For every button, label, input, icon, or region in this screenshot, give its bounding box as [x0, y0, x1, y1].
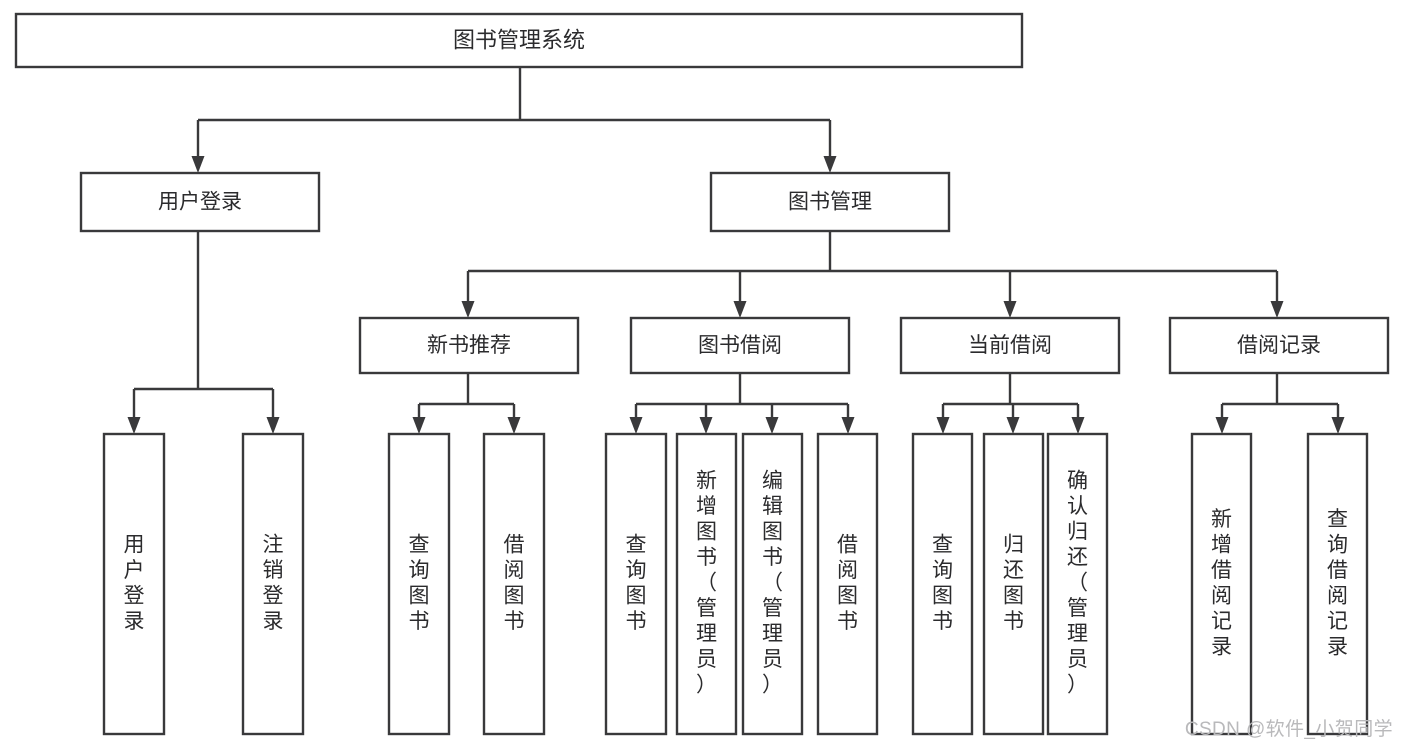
node-label-leaf-add-borrow-record: 新增借阅记录: [1211, 508, 1232, 659]
node-label-leaf-return-book: 归还图书: [1003, 533, 1024, 633]
mgmt-drop-0-arrowhead: [461, 301, 475, 318]
node-box-book-management[interactable]: [709, 171, 951, 233]
node-box-leaf-user-login[interactable]: [102, 432, 166, 736]
node-leaf-user-logout[interactable]: 注销登录: [241, 432, 305, 736]
mgmt-drop-3-arrowhead: [1270, 301, 1284, 318]
node-box-leaf-query-book-borrow[interactable]: [604, 432, 668, 736]
node-label-current-borrow: 当前借阅: [968, 334, 1052, 357]
node-label-root: 图书管理系统: [453, 27, 585, 52]
node-box-leaf-query-book-current[interactable]: [911, 432, 974, 736]
current-borrow-drop-2-arrowhead: [1071, 417, 1085, 434]
node-leaf-confirm-return-admin[interactable]: 确认归还（管理员）: [1046, 432, 1109, 736]
node-leaf-add-book-admin[interactable]: 新增图书（管理员）: [675, 432, 738, 736]
node-box-leaf-add-book-admin[interactable]: [675, 432, 738, 736]
node-label-leaf-user-logout: 注销登录: [263, 533, 284, 633]
node-label-leaf-confirm-return-admin: 确认归还（管理员）: [1067, 470, 1088, 697]
node-label-leaf-query-borrow-record: 查询借阅记录: [1327, 508, 1348, 659]
node-leaf-borrow-book[interactable]: 借阅图书: [816, 432, 879, 736]
current-borrow-drop-0-arrowhead: [936, 417, 950, 434]
root-drop-1-arrowhead: [823, 156, 837, 173]
node-current-borrow[interactable]: 当前借阅: [899, 316, 1121, 375]
node-label-leaf-query-book-rec: 查询图书: [409, 533, 430, 633]
node-box-leaf-edit-book-admin[interactable]: [741, 432, 804, 736]
node-leaf-query-book-borrow[interactable]: 查询图书: [604, 432, 668, 736]
node-label-new-book-recommend: 新书推荐: [427, 334, 511, 357]
node-book-borrow[interactable]: 图书借阅: [629, 316, 851, 375]
mgmt-drop-1-arrowhead: [733, 301, 747, 318]
node-leaf-borrow-book-rec[interactable]: 借阅图书: [482, 432, 546, 736]
node-box-user-login[interactable]: [79, 171, 321, 233]
node-label-leaf-query-book-current: 查询图书: [932, 533, 953, 633]
node-box-leaf-query-borrow-record[interactable]: [1306, 432, 1369, 736]
node-box-new-book-recommend[interactable]: [358, 316, 580, 375]
root-drop-0-arrowhead: [191, 156, 205, 173]
node-label-book-management: 图书管理: [788, 191, 872, 214]
book-borrow-drop-2-arrowhead: [765, 417, 779, 434]
node-leaf-query-book-rec[interactable]: 查询图书: [387, 432, 451, 736]
node-label-borrow-record: 借阅记录: [1237, 334, 1321, 357]
new-book-recommend-drop-0-arrowhead: [412, 417, 426, 434]
node-leaf-edit-book-admin[interactable]: 编辑图书（管理员）: [741, 432, 804, 736]
node-label-leaf-query-book-borrow: 查询图书: [626, 533, 647, 633]
current-borrow-drop-1-arrowhead: [1006, 417, 1020, 434]
book-borrow-drop-1-arrowhead: [699, 417, 713, 434]
new-book-recommend-drop-1-arrowhead: [507, 417, 521, 434]
user-login-drop-0-arrowhead: [127, 417, 141, 434]
node-box-leaf-return-book[interactable]: [982, 432, 1045, 736]
mgmt-drop-2-arrowhead: [1003, 301, 1017, 318]
node-leaf-query-borrow-record[interactable]: 查询借阅记录: [1306, 432, 1369, 736]
node-label-leaf-borrow-book-rec: 借阅图书: [504, 533, 525, 633]
node-label-leaf-add-book-admin: 新增图书（管理员）: [696, 470, 717, 697]
node-label-leaf-edit-book-admin: 编辑图书（管理员）: [762, 470, 783, 697]
node-label-book-borrow: 图书借阅: [698, 334, 782, 357]
node-borrow-record[interactable]: 借阅记录: [1168, 316, 1390, 375]
book-borrow-drop-3-arrowhead: [841, 417, 855, 434]
node-box-leaf-user-logout[interactable]: [241, 432, 305, 736]
node-box-leaf-borrow-book-rec[interactable]: [482, 432, 546, 736]
node-user-login[interactable]: 用户登录: [79, 171, 321, 233]
node-new-book-recommend[interactable]: 新书推荐: [358, 316, 580, 375]
node-leaf-query-book-current[interactable]: 查询图书: [911, 432, 974, 736]
node-layer: 图书管理系统用户登录图书管理新书推荐图书借阅当前借阅借阅记录用户登录注销登录查询…: [14, 12, 1390, 736]
node-label-leaf-user-login: 用户登录: [124, 533, 145, 633]
node-label-leaf-borrow-book: 借阅图书: [837, 533, 858, 633]
node-leaf-return-book[interactable]: 归还图书: [982, 432, 1045, 736]
node-box-leaf-borrow-book[interactable]: [816, 432, 879, 736]
node-root[interactable]: 图书管理系统: [14, 12, 1024, 69]
book-borrow-drop-0-arrowhead: [629, 417, 643, 434]
borrow-record-drop-0-arrowhead: [1215, 417, 1229, 434]
node-box-book-borrow[interactable]: [629, 316, 851, 375]
node-leaf-user-login[interactable]: 用户登录: [102, 432, 166, 736]
user-login-drop-1-arrowhead: [266, 417, 280, 434]
node-book-management[interactable]: 图书管理: [709, 171, 951, 233]
node-box-borrow-record[interactable]: [1168, 316, 1390, 375]
node-box-current-borrow[interactable]: [899, 316, 1121, 375]
node-box-root[interactable]: [14, 12, 1024, 69]
node-box-leaf-add-borrow-record[interactable]: [1190, 432, 1253, 736]
node-box-leaf-confirm-return-admin[interactable]: [1046, 432, 1109, 736]
node-label-user-login: 用户登录: [158, 191, 242, 214]
node-box-leaf-query-book-rec[interactable]: [387, 432, 451, 736]
borrow-record-drop-1-arrowhead: [1331, 417, 1345, 434]
node-leaf-add-borrow-record[interactable]: 新增借阅记录: [1190, 432, 1253, 736]
connector-layer: [127, 67, 1345, 434]
